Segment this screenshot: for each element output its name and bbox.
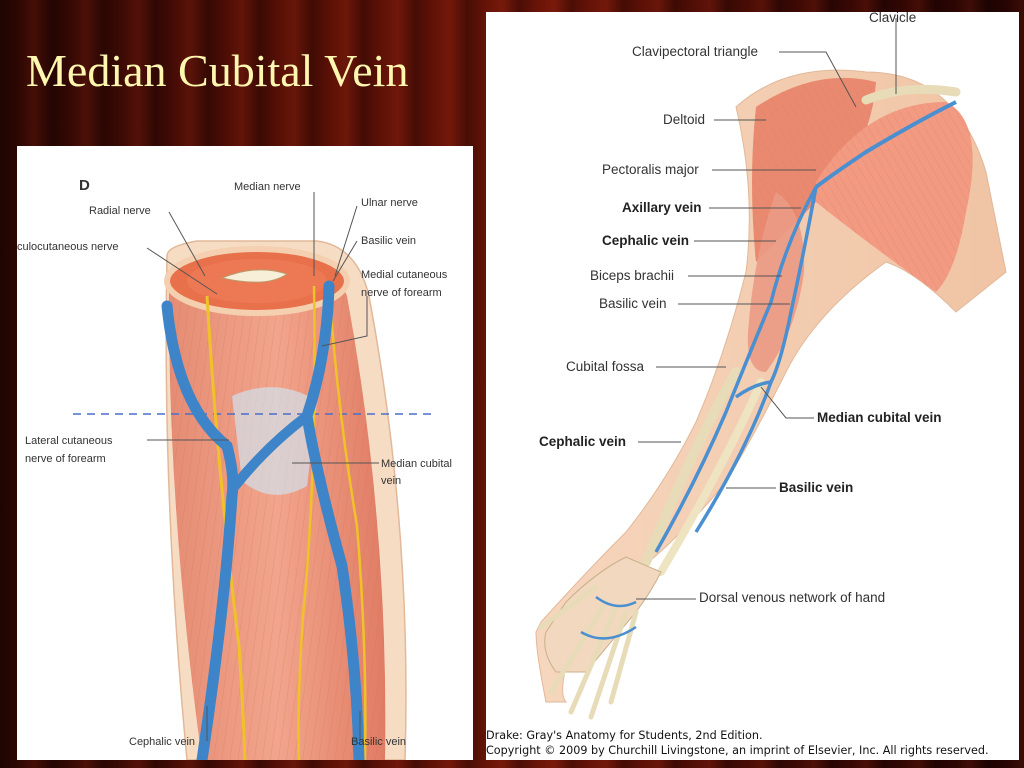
- median-cubital-vein-label: Median cubital vein: [817, 410, 942, 425]
- finger-bones: [538, 584, 639, 720]
- axillary-vein-label: Axillary vein: [622, 200, 702, 215]
- median-nerve-label: Median nerve: [234, 181, 301, 193]
- lateral-cutaneous-nerve: [205, 295, 247, 760]
- median-cubital-vein: [230, 411, 312, 491]
- figure-caption: Drake: Gray's Anatomy for Students, 2nd …: [486, 728, 1019, 760]
- medial-cutaneous-nerve: [327, 285, 367, 760]
- radius-bone: [641, 367, 741, 567]
- dorsal-venous-network: [580, 595, 637, 640]
- median-cubital-label-2: vein: [381, 475, 401, 487]
- median-cubital-label-1: Median cubital: [381, 458, 452, 470]
- forearm-illustration: D Radial nerve Median nerve Ulnar nerve …: [17, 177, 452, 760]
- lateral-cutaneous-label-1: Lateral cutaneous: [25, 435, 113, 447]
- cephalic-vein-lower-label: Cephalic vein: [539, 434, 626, 449]
- median-cubital-vein-right: [734, 380, 772, 399]
- deltoid-label: Deltoid: [663, 112, 705, 127]
- ulna-bone: [657, 378, 765, 576]
- basilic-vein: [301, 280, 365, 760]
- medial-cutaneous-label-2: nerve of forearm: [361, 287, 442, 299]
- biceps-brachii-label: Biceps brachii: [590, 268, 674, 283]
- humerus-section: [220, 269, 289, 283]
- caption-line-1: Drake: Gray's Anatomy for Students, 2nd …: [486, 729, 763, 742]
- cephalic-vein-upper-label: Cephalic vein: [602, 233, 689, 248]
- basilic-vein-upper: [694, 186, 818, 533]
- ulnar-nerve-label: Ulnar nerve: [361, 197, 418, 209]
- clavipectoral-triangle-label: Clavipectoral triangle: [632, 44, 758, 59]
- cephalic-vein-label: Cephalic vein: [129, 736, 195, 748]
- basilic-vein-lower-label: Basilic vein: [779, 480, 853, 495]
- basilic-vein-bottom-label: Basilic vein: [351, 736, 406, 748]
- dorsal-venous-network-label: Dorsal venous network of hand: [699, 590, 885, 605]
- lateral-cutaneous-label-2: nerve of forearm: [25, 453, 106, 465]
- musculocutaneous-nerve-label: culocutaneous nerve: [17, 241, 119, 253]
- clavicle-label: Clavicle: [869, 12, 916, 25]
- basilic-vein-upper-label: Basilic vein: [599, 296, 667, 311]
- cephalic-vein-upper: [654, 186, 818, 553]
- axillary-vein: [814, 100, 957, 189]
- medial-cutaneous-label-1: Medial cutaneous: [361, 269, 448, 281]
- upper-limb-illustration-panel: Clavicle Clavipectoral triangle Deltoid …: [486, 12, 1019, 760]
- panel-letter: D: [79, 177, 90, 194]
- basilic-vein-top-label: Basilic vein: [361, 235, 416, 247]
- radial-nerve-label: Radial nerve: [89, 205, 151, 217]
- forearm-illustration-panel: D Radial nerve Median nerve Ulnar nerve …: [17, 146, 473, 760]
- cubital-fossa-label: Cubital fossa: [566, 359, 645, 374]
- caption-line-2: Copyright © 2009 by Churchill Livingston…: [486, 744, 989, 757]
- upper-limb-illustration: Clavicle Clavipectoral triangle Deltoid …: [535, 12, 1007, 720]
- slide-title: Median Cubital Vein: [26, 45, 409, 96]
- pectoralis-major-label: Pectoralis major: [602, 162, 699, 177]
- clavicle-bone: [861, 84, 961, 105]
